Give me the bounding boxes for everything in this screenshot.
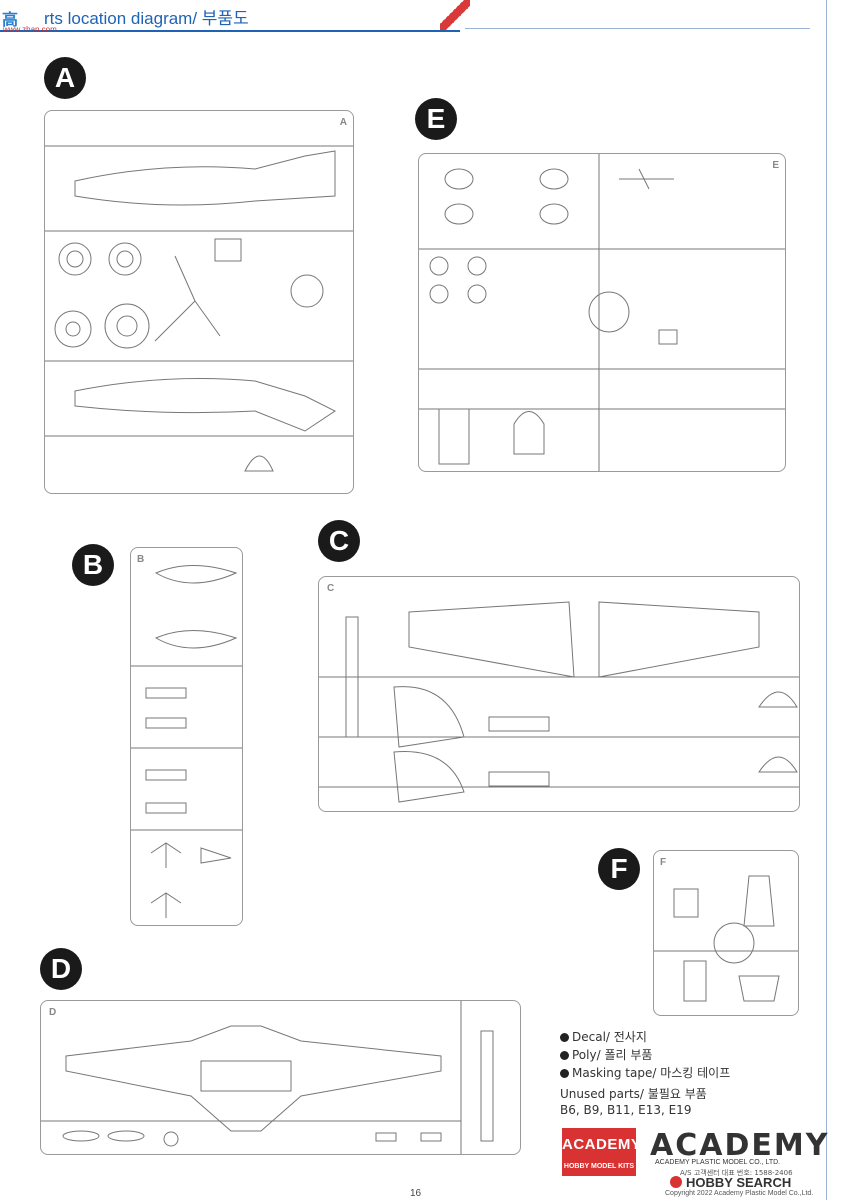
- unused-title: Unused parts/ 불필요 부품: [560, 1087, 707, 1101]
- academy-logo: ACADEMY HOBBY MODEL KITS: [562, 1128, 641, 1176]
- legend-masking: Masking tape/ 마스킹 테이프: [560, 1064, 730, 1082]
- sprue-e-frame: E: [418, 153, 786, 472]
- hobby-search-icon: [670, 1176, 682, 1188]
- top-rule: [465, 28, 810, 29]
- sprue-b-frame: B: [130, 547, 243, 926]
- sprue-a-corner: A: [339, 117, 347, 128]
- watermark-logo: 高: [2, 10, 19, 29]
- hobby-search-logo: HOBBY SEARCH: [686, 1175, 792, 1190]
- copyright: Copyright 2022 Academy Plastic Model Co.…: [665, 1190, 814, 1197]
- sprue-c-frame: C: [318, 576, 800, 812]
- sprue-b-corner: B: [137, 554, 145, 565]
- bullet-icon: [560, 1051, 569, 1060]
- brand-company: ACADEMY PLASTIC MODEL CO., LTD.: [655, 1159, 781, 1166]
- sprue-a-frame: A: [44, 110, 354, 494]
- header-stripe: [440, 0, 470, 30]
- sprue-b-parts: [131, 565, 242, 918]
- legend-decal: Decal/ 전사지: [560, 1028, 730, 1046]
- sprue-c-corner: C: [327, 583, 335, 594]
- sprue-f-frame: F: [653, 850, 799, 1016]
- sprue-f-label: F: [598, 848, 640, 890]
- bullet-icon: [560, 1069, 569, 1078]
- sprue-d-label: D: [40, 948, 82, 990]
- unused-parts: Unused parts/ 불필요 부품 B6, B9, B11, E13, E…: [560, 1086, 707, 1118]
- sprue-d-frame: D: [40, 1000, 521, 1155]
- sprue-b-label: B: [72, 544, 114, 586]
- sprue-e-parts: [419, 154, 785, 471]
- legend: Decal/ 전사지 Poly/ 폴리 부품 Masking tape/ 마스킹…: [560, 1028, 730, 1082]
- header-bar: [0, 0, 460, 32]
- sprue-f-parts: [654, 875, 798, 1002]
- sprue-d-corner: D: [49, 1007, 57, 1018]
- brand-service: A/S 고객센터 대표 번호: 1588-2406: [680, 1169, 793, 1177]
- sprue-c-parts: [319, 601, 799, 803]
- sprue-a-label: A: [44, 57, 86, 99]
- legend-poly: Poly/ 폴리 부품: [560, 1046, 730, 1064]
- sprue-c-label: C: [318, 520, 360, 562]
- sprue-d-parts: [41, 1001, 494, 1154]
- right-rule: [826, 0, 827, 1200]
- sprue-e-corner: E: [772, 160, 779, 171]
- bullet-icon: [560, 1033, 569, 1042]
- sprue-e-label: E: [415, 98, 457, 140]
- page-title: rts location diagram/ 부품도: [44, 9, 249, 28]
- sprue-a-parts: [45, 145, 353, 472]
- brand-name: ACADEMY: [650, 1128, 830, 1163]
- sprue-f-corner: F: [660, 857, 667, 868]
- unused-list: B6, B9, B11, E13, E19: [560, 1103, 692, 1117]
- watermark-url: www.zhan.com: [3, 25, 57, 34]
- page-number: 16: [410, 1188, 422, 1199]
